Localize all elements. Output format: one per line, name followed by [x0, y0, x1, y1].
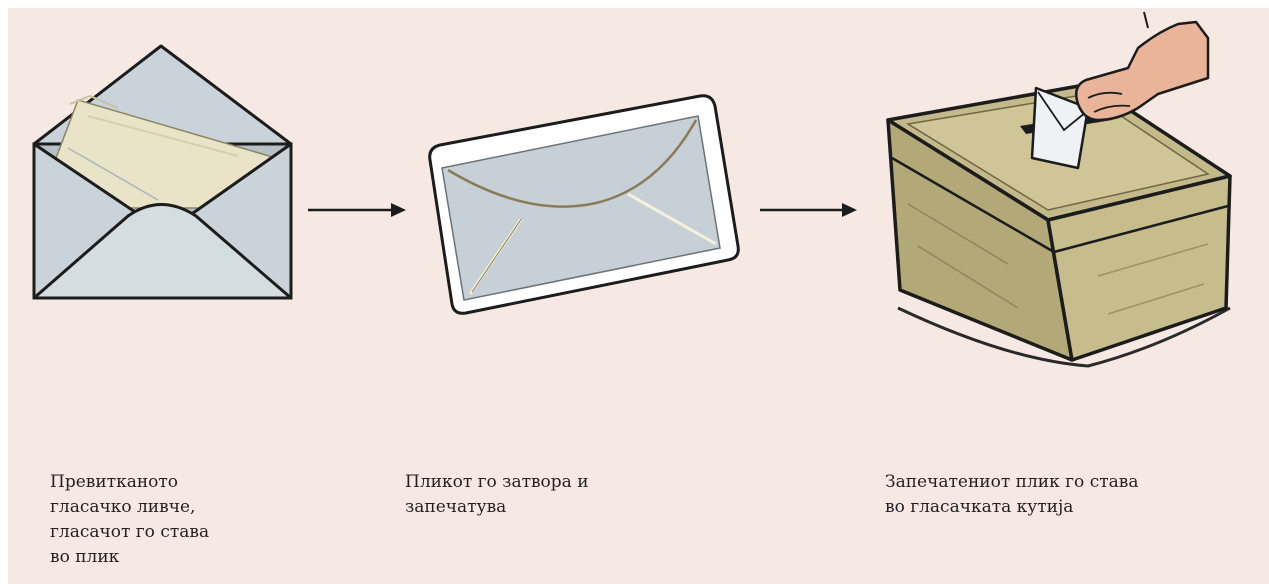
ballot-box-with-hand-icon [888, 12, 1230, 366]
step-3-caption: Запечатениот плик го става во гласачката… [885, 470, 1138, 520]
voting-procedure-diagram: Превитканото гласачко ливче, гласачот го… [8, 8, 1269, 584]
arrow-1-icon [308, 203, 406, 217]
step-2-caption: Пликот го затвора и запечатува [405, 470, 589, 520]
arrow-2-icon [760, 203, 857, 217]
sealed-envelope-icon [430, 96, 739, 314]
open-envelope-with-ballot-icon [34, 46, 291, 298]
step-1-caption: Превитканото гласачко ливче, гласачот го… [50, 470, 209, 570]
